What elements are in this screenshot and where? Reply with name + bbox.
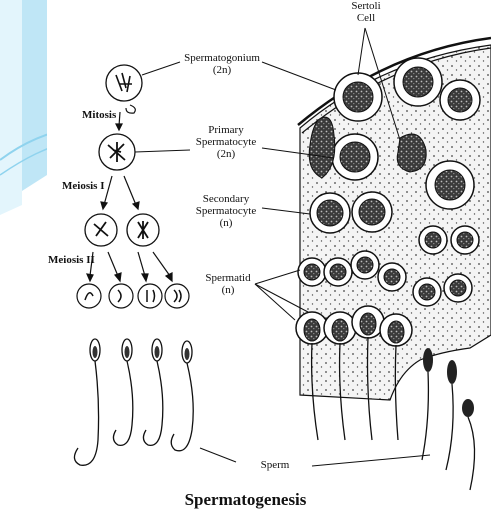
secondary-label-line2: Spermatocyte	[188, 205, 264, 217]
germ-cell	[394, 58, 442, 106]
germ-cell	[426, 161, 474, 209]
sperm-label-text: Sperm	[240, 459, 310, 471]
germ-cell	[352, 306, 384, 338]
germ-cell	[440, 80, 480, 120]
secondary-ploidy: (n)	[188, 217, 264, 229]
primary-label-line2: Spermatocyte	[188, 136, 264, 148]
secondary-spermatocyte-label: Secondary Spermatocyte (n)	[188, 193, 264, 229]
stage-meiosis-2: Meiosis II	[48, 254, 95, 266]
spermatid-label: Spermatid (n)	[200, 272, 256, 296]
secondary-label-line1: Secondary	[188, 193, 264, 205]
germ-cell	[378, 263, 406, 291]
germ-cell	[444, 274, 472, 302]
secondary-spermatocyte-cell	[127, 214, 159, 246]
secondary-spermatocyte-cell	[85, 214, 117, 246]
stage-meiosis-1: Meiosis I	[62, 180, 104, 192]
spermatid-label-text: Spermatid	[200, 272, 256, 284]
germ-cell	[352, 192, 392, 232]
sertoli-cell-label: Sertoli Cell	[336, 0, 396, 24]
primary-label-line1: Primary	[188, 124, 264, 136]
spermatogonium-label: Spermatogonium (2n)	[180, 52, 264, 76]
primary-spermatocyte-label: Primary Spermatocyte (2n)	[188, 124, 264, 160]
stage-mitosis: Mitosis	[82, 109, 116, 121]
germ-cell	[419, 226, 447, 254]
germ-cell	[324, 312, 356, 344]
germ-cell	[351, 251, 379, 279]
germ-cell	[310, 193, 350, 233]
germ-cell	[296, 312, 328, 344]
spermatogonium-label-text: Spermatogonium	[180, 52, 264, 64]
germ-cell	[332, 134, 378, 180]
germ-cell	[334, 73, 382, 121]
germ-cell	[298, 258, 326, 286]
sertoli-label-line1: Sertoli	[336, 0, 396, 12]
germ-cell	[324, 258, 352, 286]
primary-spermatocyte-cell	[99, 134, 135, 170]
germ-cell	[380, 314, 412, 346]
diagram-title: Spermatogenesis	[0, 490, 491, 510]
spermatogonium-ploidy: (2n)	[180, 64, 264, 76]
sperm-label: Sperm	[240, 459, 310, 471]
germ-cell	[451, 226, 479, 254]
sertoli-label-line2: Cell	[336, 12, 396, 24]
primary-ploidy: (2n)	[188, 148, 264, 160]
spermatid-ploidy: (n)	[200, 284, 256, 296]
germ-cell	[413, 278, 441, 306]
sertoli-nucleus	[397, 134, 426, 172]
